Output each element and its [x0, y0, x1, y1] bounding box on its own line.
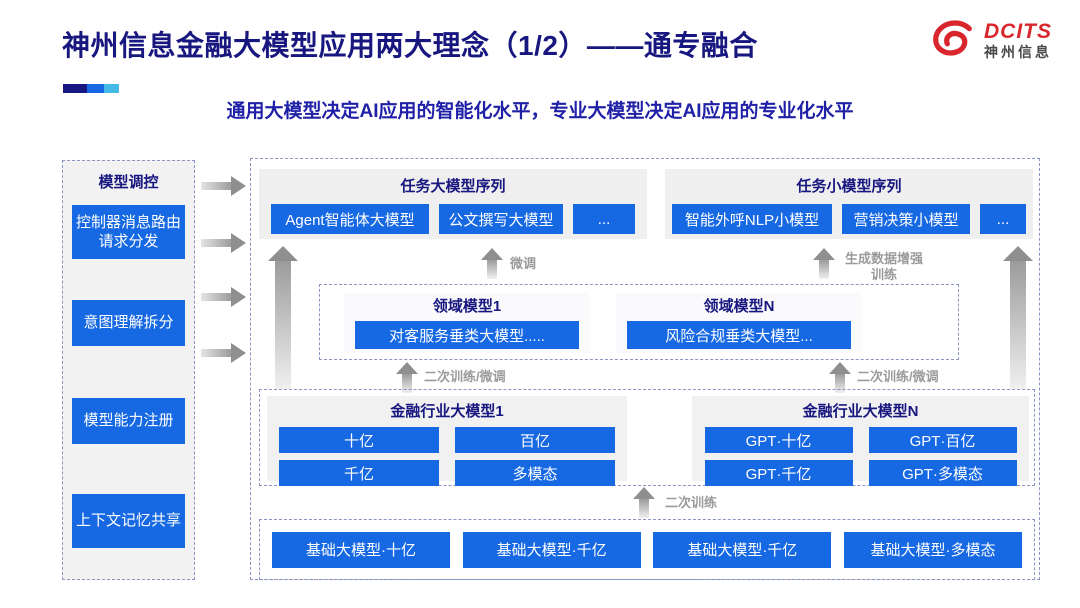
base-model-100b-b: 基础大模型·千亿 — [653, 531, 832, 568]
model-box-outbound-nlp: 智能外呼NLP小模型 — [672, 204, 832, 234]
base-model-1b: 基础大模型·十亿 — [272, 531, 450, 568]
model-box-gpt-10b: GPT·百亿 — [868, 427, 1017, 453]
accent-segment — [63, 84, 87, 93]
up-arrow-retrain-bottom — [633, 487, 655, 518]
sidebar-item-router: 控制器消息路由请求分发 — [72, 205, 185, 259]
sidebar-title: 模型调控 — [98, 174, 159, 191]
model-box-100b: 千亿 — [279, 460, 439, 486]
up-arrow-tall-left — [268, 246, 298, 389]
base-model-multimodal: 基础大模型·多模态 — [843, 531, 1022, 568]
right-arrow — [201, 287, 246, 307]
industry-models-group: 金融行业大模型1 十亿 百亿 千亿 多模态 金融行业大模型N GPT·十亿 GP… — [259, 389, 1035, 486]
sidebar-item-context: 上下文记忆共享 — [72, 494, 185, 548]
model-box-gpt-1b: GPT·十亿 — [704, 427, 853, 453]
model-architecture-diagram: 任务大模型序列 Agent智能体大模型 公文撰写大模型 ... 任务小模型序列 … — [250, 158, 1040, 580]
title-accent-bar — [63, 84, 119, 93]
task-large-model-panel: 任务大模型序列 Agent智能体大模型 公文撰写大模型 ... — [259, 169, 647, 239]
base-model-100b-a: 基础大模型·千亿 — [462, 531, 641, 568]
label-retrain-left: 二次训练/微调 — [424, 369, 506, 384]
right-arrow — [201, 233, 246, 253]
sidebar-item-register: 模型能力注册 — [72, 398, 185, 444]
model-box-gpt-multimodal: GPT·多模态 — [868, 460, 1017, 486]
page-title: 神州信息金融大模型应用两大理念（1/2）——通专融合 — [62, 30, 758, 61]
dcits-logo: DCITS 神州信息 — [931, 20, 1052, 60]
model-box-marketing: 营销决策小模型 — [842, 204, 970, 234]
logo-brand-text: DCITS — [984, 19, 1052, 43]
label-retrain-right: 二次训练/微调 — [857, 369, 939, 384]
up-arrow-gen-data — [813, 248, 835, 279]
dcits-swirl-icon — [933, 20, 972, 56]
panel-title: 金融行业大模型N — [802, 403, 919, 420]
industry-model-n-panel: 金融行业大模型N GPT·十亿 GPT·百亿 GPT·千亿 GPT·多模态 — [692, 396, 1029, 486]
domain-model-n-panel: 领域模型N 风险合规垂类大模型... — [616, 293, 862, 353]
domain-model-1-panel: 领域模型1 对客服务垂类大模型..... — [344, 293, 590, 353]
slide-subtitle: 通用大模型决定AI应用的智能化水平，专业大模型决定AI应用的专业化水平 — [226, 101, 854, 122]
domain-models-group: 领域模型1 对客服务垂类大模型..... 领域模型N 风险合规垂类大模型... — [319, 284, 959, 360]
accent-segment — [87, 84, 104, 93]
model-box-10b: 百亿 — [455, 427, 615, 453]
label-retrain-bottom: 二次训练 — [665, 495, 718, 510]
model-box-agent: Agent智能体大模型 — [271, 204, 429, 234]
sidebar-item-intent: 意图理解拆分 — [72, 300, 185, 346]
logo-brand-cn: 神州信息 — [984, 43, 1052, 60]
model-box-document: 公文撰写大模型 — [439, 204, 563, 234]
panel-title: 任务小模型序列 — [796, 178, 902, 195]
label-gen-data: 生成数据增强训练 — [844, 251, 923, 282]
model-box-1b: 十亿 — [279, 427, 439, 453]
model-box-multimodal: 多模态 — [455, 460, 615, 486]
model-control-sidebar: 模型调控 控制器消息路由请求分发 意图理解拆分 模型能力注册 上下文记忆共享 — [62, 160, 195, 580]
right-arrow — [201, 176, 246, 196]
panel-title: 任务大模型序列 — [400, 178, 506, 195]
panel-title: 领域模型1 — [432, 298, 502, 315]
industry-model-1-panel: 金融行业大模型1 十亿 百亿 千亿 多模态 — [267, 396, 627, 486]
right-arrow — [201, 343, 246, 363]
panel-title: 金融行业大模型1 — [390, 403, 504, 420]
model-box-ellipsis: ... — [980, 204, 1026, 234]
up-arrow-finetune — [481, 248, 503, 279]
up-arrow-retrain-left — [396, 362, 418, 393]
model-box-gpt-100b: GPT·千亿 — [704, 460, 853, 486]
label-finetune: 微调 — [510, 256, 537, 271]
up-arrow-retrain-right — [829, 362, 851, 393]
model-box-ellipsis: ... — [573, 204, 635, 234]
accent-segment — [104, 84, 119, 93]
panel-title: 领域模型N — [703, 298, 775, 315]
task-small-model-panel: 任务小模型序列 智能外呼NLP小模型 营销决策小模型 ... — [665, 169, 1033, 239]
base-models-group: 基础大模型·十亿 基础大模型·千亿 基础大模型·千亿 基础大模型·多模态 — [259, 519, 1035, 580]
model-box-risk-compliance: 风险合规垂类大模型... — [627, 321, 851, 349]
model-box-customer-service: 对客服务垂类大模型..... — [355, 321, 579, 349]
up-arrow-tall-right — [1003, 246, 1033, 389]
